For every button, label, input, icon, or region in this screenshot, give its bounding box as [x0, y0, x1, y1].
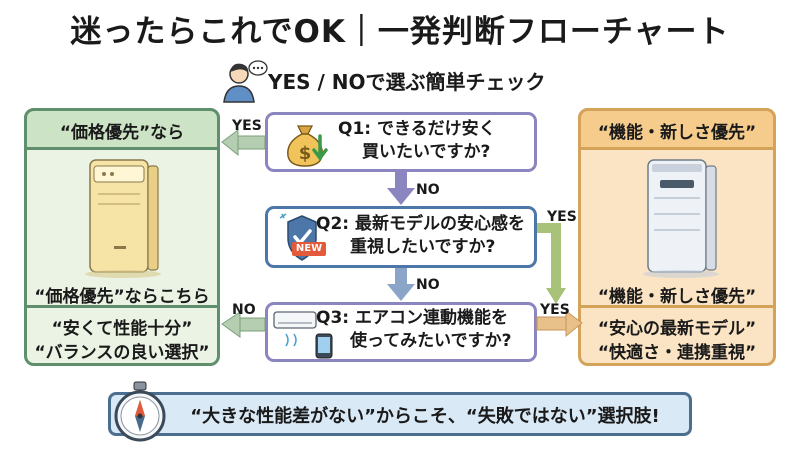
- subtitle: YES / NOで選ぶ簡単チェック: [268, 70, 546, 94]
- page-title: 迷ったらこれでOK｜一発判断フローチャート: [70, 14, 730, 50]
- label-q1-yes: YES: [232, 118, 262, 134]
- air-conditioner-phone-icon: [273, 311, 333, 359]
- question-2-box: [265, 206, 537, 268]
- label-q2-yes: YES: [547, 209, 577, 225]
- feature-priority-caption: “機能・新しさ優先”: [597, 287, 757, 307]
- question-2-line-1: Q2: 最新モデルの安心感を: [316, 214, 525, 234]
- conclusion-banner: [108, 392, 692, 436]
- arrow-q3-yes: [536, 310, 583, 338]
- conclusion-text: “大きな性能差がない”からこそ、“失敗ではない”選択肢!: [190, 406, 660, 427]
- question-1-line-2: 買いたいですか?: [362, 142, 491, 162]
- question-1-line-1: Q1: できるだけ安く: [338, 119, 496, 139]
- arrow-q1-yes: [221, 129, 266, 157]
- new-badge: NEW: [292, 242, 326, 256]
- svg-text:$: $: [299, 143, 312, 164]
- price-priority-caption: “価格優先”ならこちら: [34, 287, 210, 307]
- left-benefit-2: “バランスの良い選択”: [34, 343, 210, 363]
- feature-priority-header: “機能・新しさ優先”: [597, 123, 757, 143]
- arrow-q1-no: [387, 172, 415, 205]
- arrow-q3-no: [221, 311, 266, 338]
- price-priority-header: “価格優先”なら: [59, 123, 185, 143]
- person-thinking-icon: [223, 60, 268, 103]
- air-purifier-white-icon: [643, 159, 719, 278]
- arrow-q2-no: [387, 268, 415, 301]
- label-q1-no: NO: [416, 182, 440, 198]
- price-priority-header-bg: [24, 108, 220, 150]
- feature-priority-header-bg: [578, 108, 776, 150]
- money-bag-icon: $: [287, 125, 328, 167]
- right-divider: [578, 305, 776, 308]
- question-3-line-2: 使ってみたいですか?: [350, 331, 512, 351]
- label-q3-no: NO: [232, 302, 256, 318]
- left-benefit-1: “安くて性能十分”: [51, 319, 193, 339]
- right-benefit-1: “安心の最新モデル”: [597, 319, 757, 339]
- question-2-line-2: 重視したいですか?: [350, 237, 496, 257]
- label-q3-yes: YES: [540, 302, 570, 318]
- price-priority-panel: [24, 108, 220, 366]
- question-3-line-1: Q3: エアコン連動機能を: [316, 308, 508, 328]
- air-purifier-yellow-icon: [85, 159, 161, 278]
- right-benefit-2: “快適さ・連携重視”: [597, 343, 757, 363]
- label-q2-no: NO: [416, 277, 440, 293]
- arrow-q2-yes: [537, 223, 566, 304]
- compass-icon: [114, 381, 166, 442]
- left-divider: [24, 305, 220, 308]
